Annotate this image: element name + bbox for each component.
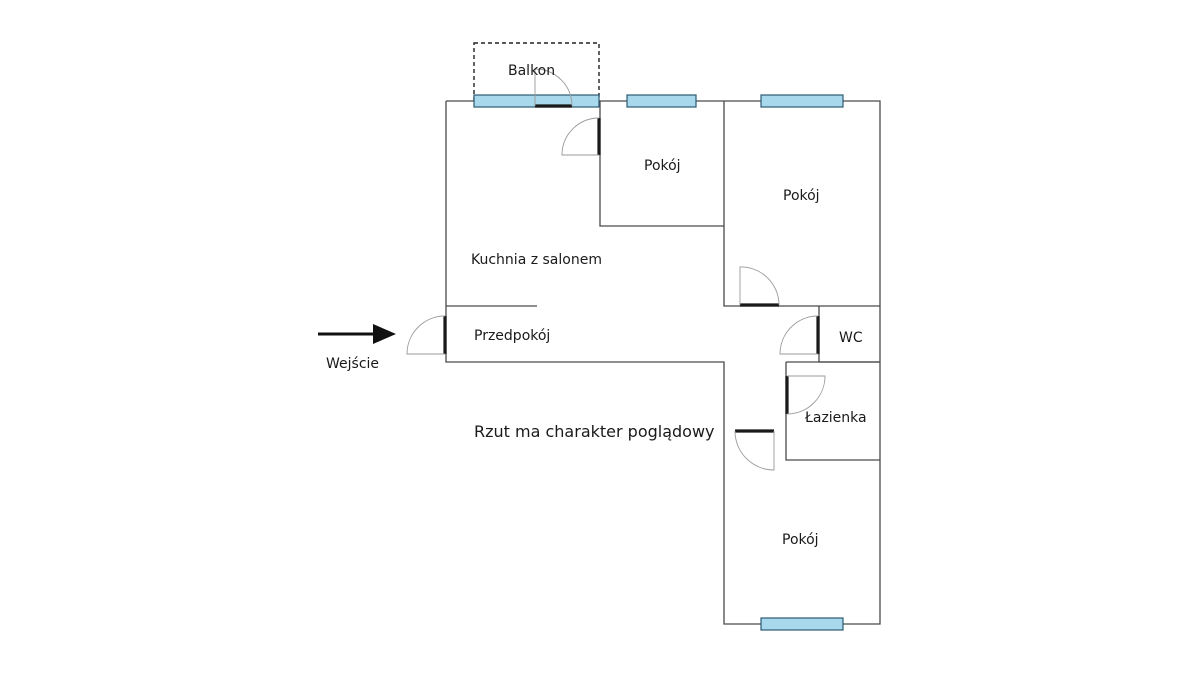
label-room-bottom: Pokój xyxy=(782,532,819,548)
window-top-right-room xyxy=(760,94,844,108)
label-hallway: Przedpokój xyxy=(474,328,550,344)
door-bathroom xyxy=(785,375,826,415)
door-balcony xyxy=(534,68,573,108)
label-kitchen-living: Kuchnia z salonem xyxy=(471,252,602,268)
label-entrance: Wejście xyxy=(326,356,379,372)
window-small-room xyxy=(626,94,697,108)
label-room-top-right: Pokój xyxy=(783,188,820,204)
wall-top-right-room xyxy=(723,101,880,307)
window-bottom-room xyxy=(760,617,844,631)
outer-wall xyxy=(445,100,881,625)
label-wc: WC xyxy=(839,330,863,346)
windows xyxy=(473,94,844,631)
door-entrance xyxy=(406,315,447,355)
door-small-room xyxy=(561,117,601,156)
door-top-right-room xyxy=(739,266,780,307)
label-room-small: Pokój xyxy=(644,158,681,174)
label-bathroom: Łazienka xyxy=(804,410,867,426)
arrow-right-icon xyxy=(318,324,396,344)
door-bottom-room xyxy=(734,429,775,471)
doors xyxy=(406,68,826,471)
door-wc xyxy=(779,315,820,355)
disclaimer-note: Rzut ma charakter poglądowy xyxy=(474,422,715,441)
label-balcony: Balkon xyxy=(508,63,555,79)
